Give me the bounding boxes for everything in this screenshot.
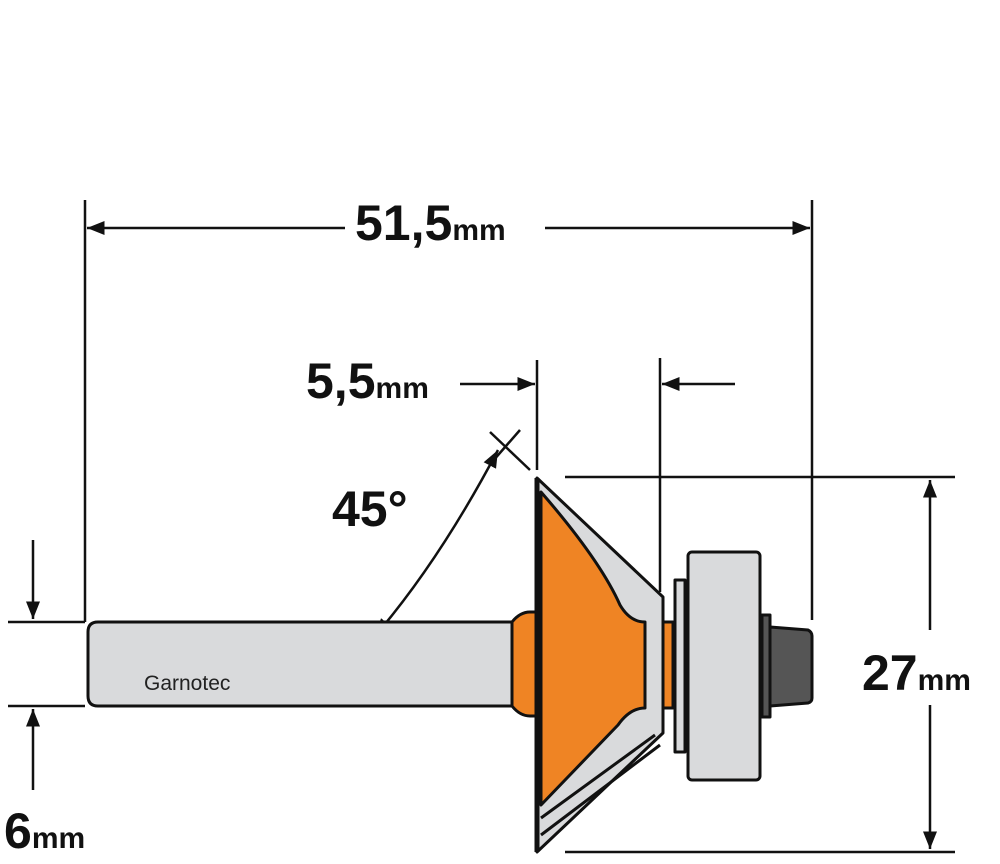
- bearing: [686, 550, 762, 782]
- rear-neck: [510, 610, 539, 718]
- shank-dimension: [8, 540, 85, 790]
- angle-label: 45°: [332, 481, 408, 537]
- brand-label: Garnotec: [144, 672, 230, 695]
- router-bit: [86, 476, 814, 854]
- cutter-body: [539, 490, 647, 807]
- nut: [768, 625, 814, 708]
- cut-depth-dimension: [460, 358, 735, 592]
- overall-length-dimension: [83, 200, 814, 622]
- shank-label: 6mm: [4, 803, 85, 859]
- diameter-dimension: [565, 475, 955, 854]
- cut-depth-label: 5,5mm: [306, 353, 429, 409]
- washer: [673, 578, 687, 754]
- shank: [86, 620, 514, 708]
- diameter-label: 27mm: [862, 645, 971, 701]
- angle-dimension: [374, 429, 531, 637]
- overall-length-label: 51,5mm: [355, 195, 506, 251]
